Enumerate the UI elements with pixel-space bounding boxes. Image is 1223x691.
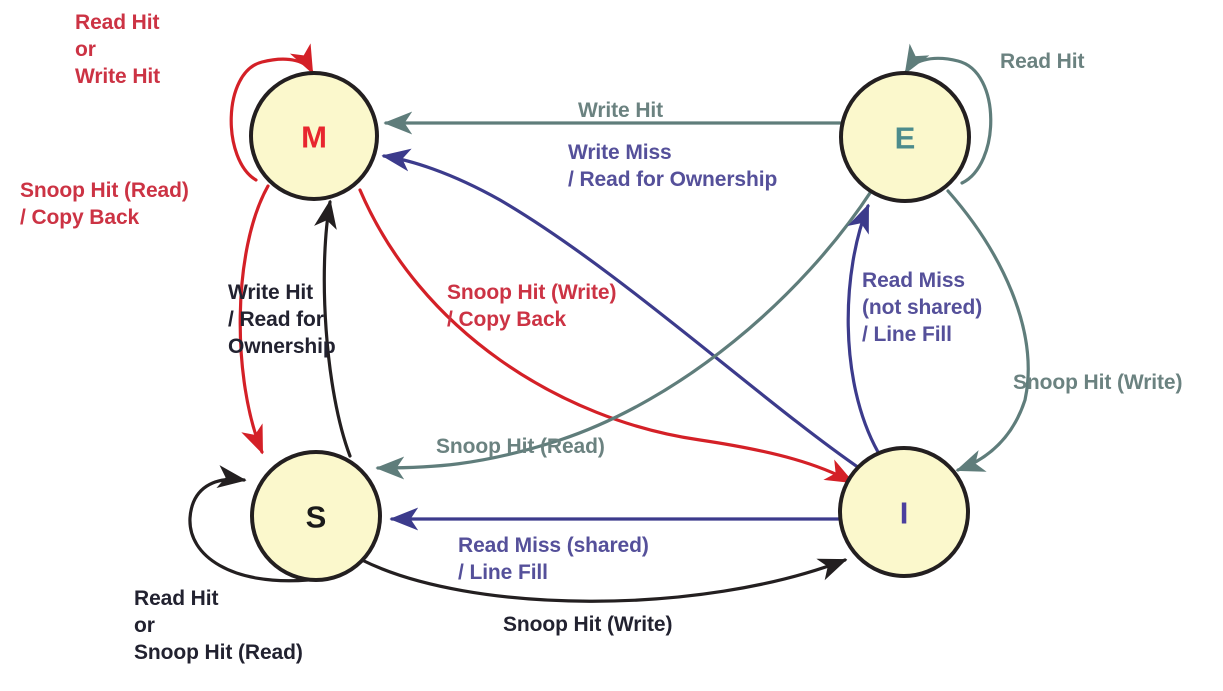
edge-label-e-to-i: Snoop Hit (Write) xyxy=(1013,371,1183,394)
edge-i-to-e xyxy=(846,203,880,454)
edge-label-s-self-loop: Read Hit or Snoop Hit (Read) xyxy=(134,587,303,664)
edge-label-e-to-s: Snoop Hit (Read) xyxy=(436,435,605,458)
edge-m-self-loop xyxy=(229,43,314,182)
edge-label-i-to-e: Read Miss (not shared) / Line Fill xyxy=(862,269,983,346)
state-label-e: E xyxy=(895,121,916,156)
edge-label-m-self-loop: Read Hit or Write Hit xyxy=(75,11,161,88)
edge-label-i-to-s: Read Miss (shared) / Line Fill xyxy=(458,534,649,584)
edge-label-s-to-i: Snoop Hit (Write) xyxy=(503,613,673,636)
state-node-e[interactable] xyxy=(839,71,971,203)
edge-label-s-to-m: Write Hit / Read for Ownership xyxy=(228,281,336,358)
state-label-m: M xyxy=(301,120,327,155)
edge-e-self-loop xyxy=(904,43,993,185)
edge-label-e-to-m: Write Hit xyxy=(578,99,664,122)
state-node-i[interactable] xyxy=(838,446,970,578)
state-label-s: S xyxy=(306,500,327,535)
edge-m-to-s xyxy=(238,184,270,455)
state-node-m[interactable] xyxy=(249,71,379,201)
edge-e-to-s xyxy=(375,188,874,480)
edge-s-to-m xyxy=(314,199,352,458)
edge-e-to-i xyxy=(946,189,1030,472)
edge-label-i-to-m: Write Miss / Read for Ownership xyxy=(568,141,778,191)
edge-s-self-loop xyxy=(188,465,310,583)
edge-s-to-i xyxy=(360,558,848,603)
state-node-s[interactable] xyxy=(250,450,382,582)
edge-label-e-self-loop: Read Hit xyxy=(1000,50,1085,73)
edge-m-to-i xyxy=(358,188,855,484)
edge-label-m-to-s: Snoop Hit (Read) / Copy Back xyxy=(20,179,189,229)
state-label-i: I xyxy=(900,496,909,531)
edge-i-to-m xyxy=(381,148,864,472)
edge-label-m-to-i: Snoop Hit (Write) / Copy Back xyxy=(447,281,617,331)
